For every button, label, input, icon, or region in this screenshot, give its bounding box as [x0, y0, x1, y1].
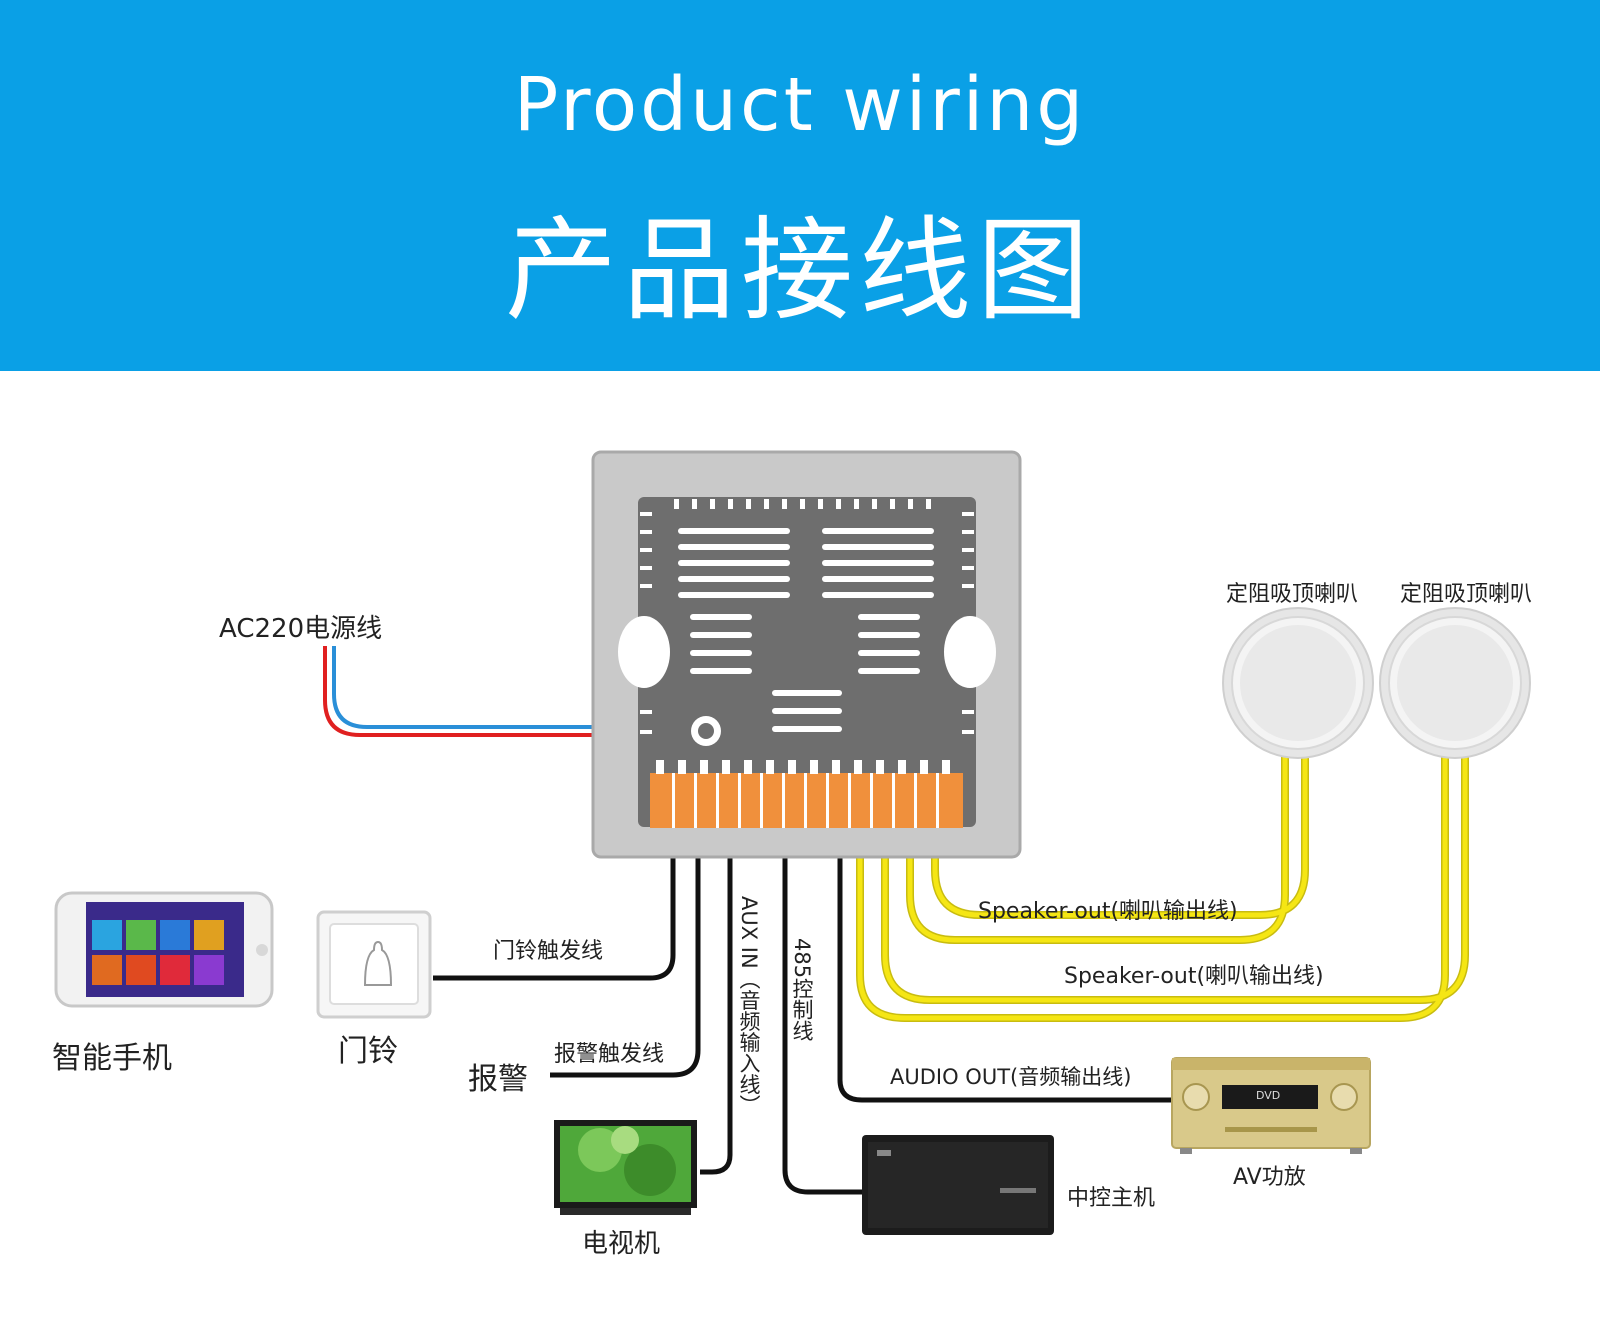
power-line-label: AC220电源线: [219, 614, 383, 644]
ceiling-speaker-right: [1379, 607, 1531, 759]
aux-in-label: AUX IN（音频输入线）: [737, 896, 761, 1116]
doorbell-label: 门铃: [338, 1034, 398, 1069]
doorbell-trigger-label: 门铃触发线: [493, 939, 604, 964]
speaker-right-label: 定阻吸顶喇叭: [1400, 582, 1533, 607]
alarm-trigger-wire: [550, 848, 701, 1078]
controller-back-panel: [591, 450, 1022, 859]
rs485-wire: [782, 848, 866, 1195]
speaker-out-label-2: Speaker-out(喇叭输出线): [1064, 964, 1324, 989]
rs485-label: 485控制线: [790, 938, 814, 1042]
aux-in-wire: [700, 848, 733, 1175]
smartphone-image: [54, 891, 274, 1008]
alarm-trigger-label: 报警触发线: [554, 1042, 665, 1067]
smartphone-label: 智能手机: [52, 1041, 172, 1076]
signal-wires: [433, 848, 1185, 1195]
audio-out-label: AUDIO OUT(音频输出线): [890, 1065, 1132, 1089]
amp-display-text: DVD: [1256, 1089, 1281, 1102]
alarm-label: 报警: [468, 1062, 528, 1097]
page-title-english: Product wiring: [513, 62, 1087, 148]
header-banner: Product wiring 产品接线图: [0, 0, 1600, 371]
page-title-chinese: 产品接线图: [505, 206, 1095, 336]
tv-image: [554, 1120, 697, 1215]
power-line: [323, 646, 706, 737]
speaker-left-label: 定阻吸顶喇叭: [1226, 582, 1359, 607]
terminal-block: [650, 760, 963, 828]
speaker-out-label-1: Speaker-out(喇叭输出线): [978, 899, 1238, 924]
central-host-image: [862, 1135, 1054, 1235]
audio-out-wire: [837, 848, 1185, 1103]
tv-label: 电视机: [582, 1229, 661, 1259]
doorbell-trigger-wire: [433, 848, 676, 981]
av-amp-label: AV功放: [1233, 1165, 1306, 1190]
central-host-label: 中控主机: [1067, 1186, 1156, 1211]
speaker-wires: [856, 748, 1469, 1022]
ceiling-speaker-left: [1222, 607, 1374, 759]
doorbell-image: [316, 910, 432, 1019]
av-amplifier-image: [1171, 1057, 1371, 1154]
